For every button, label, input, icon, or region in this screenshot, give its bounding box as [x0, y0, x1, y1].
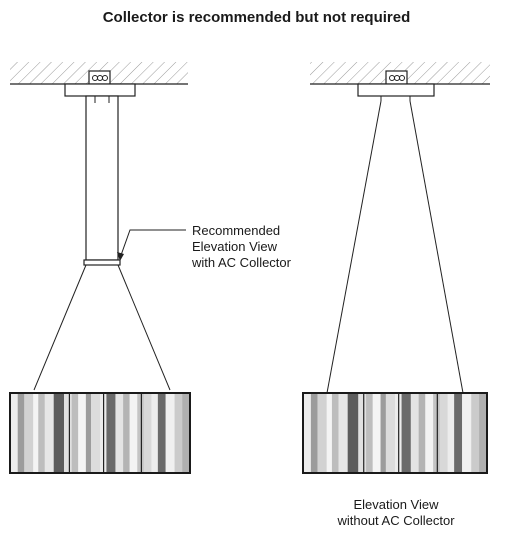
shade-stripe: [33, 393, 39, 473]
shade-stripe: [479, 393, 488, 473]
shade-stripe: [157, 393, 166, 473]
collector-tube: [85, 95, 119, 261]
shade-stripe: [425, 393, 434, 473]
recommended-label-line-3: with AC Collector: [192, 255, 291, 270]
left-elevation: [10, 62, 188, 391]
shade-stripe: [380, 393, 387, 473]
shade-stripe: [78, 393, 87, 473]
drum-shade-left: [9, 392, 191, 474]
shade-stripe: [303, 393, 312, 473]
shade-stripe: [10, 393, 19, 473]
shade-stripe: [310, 393, 318, 473]
shade-stripe: [123, 393, 130, 473]
recommended-label-line-1: Recommended: [192, 223, 281, 238]
shade-outline: [9, 392, 191, 474]
canopy-left: [64, 83, 136, 97]
shade-stripe: [137, 393, 145, 473]
shade-stripe: [143, 393, 152, 473]
shade-stripe: [447, 393, 455, 473]
shade-stripe: [17, 393, 25, 473]
shade-stripe: [71, 393, 79, 473]
shade-stripe: [24, 393, 34, 473]
shade-stripe: [366, 393, 374, 473]
shade-stripe: [129, 393, 138, 473]
recommended-label: Recommended Elevation View with AC Colle…: [192, 223, 291, 271]
shade-stripe: [347, 393, 359, 473]
collector-collar: [83, 259, 121, 266]
shade-stripe: [115, 393, 124, 473]
cable-left-a: [33, 264, 87, 391]
shade-stripe: [454, 393, 463, 473]
shade-stripe: [372, 393, 381, 473]
shade-stripe: [331, 393, 339, 473]
shade-stripe: [44, 393, 55, 473]
shade-stripe: [338, 393, 349, 473]
shade-stripe: [401, 393, 412, 473]
shade-stripe: [182, 393, 191, 473]
shade-stripe: [317, 393, 328, 473]
shade-stripe: [53, 393, 65, 473]
shade-stripe: [439, 393, 448, 473]
shade-stripe: [91, 393, 101, 473]
shade-stripe: [64, 393, 73, 473]
canopy-right: [357, 83, 435, 97]
shade-stripe: [326, 393, 333, 473]
cable-right-b: [409, 100, 464, 394]
shade-stripe: [410, 393, 420, 473]
shade-stripe: [418, 393, 426, 473]
shade-stripe: [165, 393, 175, 473]
right-elevation: [310, 62, 490, 394]
without-collector-label: Elevation View without AC Collector: [296, 497, 496, 529]
cable-left-b: [117, 264, 171, 391]
drum-shade-right: [302, 392, 488, 474]
shade-stripe: [174, 393, 183, 473]
shade-stripe: [471, 393, 480, 473]
shade-stripe: [433, 393, 441, 473]
cable-right-a: [326, 100, 382, 394]
shade-stripe: [38, 393, 46, 473]
shade-stripe: [385, 393, 396, 473]
shade-outline: [302, 392, 488, 474]
without-label-line-1: Elevation View: [353, 497, 439, 512]
shade-stripe: [462, 393, 472, 473]
diagram-title: Collector is recommended but not require…: [102, 9, 411, 26]
recommended-label-line-2: Elevation View: [192, 239, 278, 254]
shade-stripe: [85, 393, 92, 473]
shade-stripe: [358, 393, 367, 473]
callout-leader: [119, 229, 186, 259]
shade-stripe: [106, 393, 116, 473]
without-label-line-2: without AC Collector: [337, 513, 455, 528]
shade-stripe: [151, 393, 159, 473]
